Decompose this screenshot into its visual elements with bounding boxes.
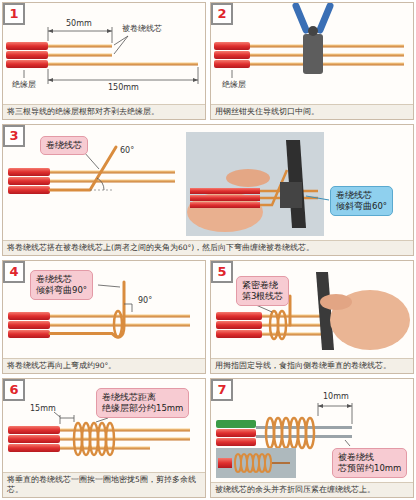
step-number: 7 <box>211 379 233 401</box>
step-caption: 将垂直的卷绕线芯一圈挨一圈地密拢5圈，剪掉多余线芯。 <box>3 472 205 497</box>
callout-text: 卷绕线芯距离 绝缘层部分约15mm <box>102 392 183 414</box>
dimension-label-text: 10mm <box>323 392 349 402</box>
label-tag: 卷绕线芯 <box>40 136 88 155</box>
coil-five-turns <box>8 412 190 455</box>
part-label-text: 绝缘层 <box>12 80 36 90</box>
callout-text: 卷绕线芯 倾斜弯曲90° <box>36 274 87 296</box>
photo-pliers <box>186 132 329 236</box>
wires-in-pliers <box>214 6 404 78</box>
step-number: 4 <box>3 261 25 283</box>
callout-text: 被卷绕线 芯预留约10mm <box>338 452 401 474</box>
stripped-wires <box>6 42 198 68</box>
angle-label-text: 90° <box>138 296 152 306</box>
part-label-text: 绝缘层 <box>222 80 246 90</box>
step-number: 5 <box>211 261 233 283</box>
callout-box: 卷绕线芯 倾斜弯曲60° <box>330 186 393 216</box>
step-panel: 2 用钢丝钳夹住导线切口中间。 <box>210 2 414 120</box>
dimension-label-text: 50mm <box>66 19 92 29</box>
part-label: 被卷绕线芯 <box>122 24 162 34</box>
part-label-text: 被卷绕线芯 <box>122 24 162 34</box>
callout-box: 被卷绕线 芯预留约10mm <box>332 448 407 478</box>
callout-text: 卷绕线芯 <box>46 140 82 151</box>
callout-text: 卷绕线芯 倾斜弯曲60° <box>336 190 387 212</box>
dimension-label-text: 15mm <box>30 404 56 414</box>
hand-winding <box>216 272 410 350</box>
step-caption: 用拇指固定导线，食指向侧卷绕垂直的卷绕线芯。 <box>211 358 413 373</box>
angle-label: 60° <box>120 146 134 156</box>
part-label: 绝缘层 <box>12 80 36 90</box>
angle-label-text: 60° <box>120 146 134 156</box>
step-panel: 7 被绕线芯的余头并齐折回压紧在缠绕线芯上。 被卷绕线 芯预留约10mm <box>210 378 414 498</box>
dimension-label-text: 150mm <box>108 83 139 93</box>
callout-box: 卷绕线芯距离 绝缘层部分约15mm <box>96 388 189 418</box>
step-panel: 4 将卷绕线芯再向上弯成约90°。 卷绕线芯 倾斜弯曲90° <box>2 260 206 374</box>
angle-label: 90° <box>138 296 152 306</box>
step-panel: 1 将三根导线的绝缘层根部对齐剥去绝缘层。 <box>2 2 206 120</box>
step-panel: 3 将卷绕线芯搭在被卷绕线芯上(两者之间的夹角为60°)，然后向下弯曲缠绕被卷绕线… <box>2 124 414 256</box>
callout-box: 紧密卷绕 第3根线芯 <box>236 276 289 306</box>
step-number: 3 <box>3 125 25 147</box>
dimension-label: 10mm <box>323 392 349 402</box>
part-label: 绝缘层 <box>222 80 246 90</box>
callout-text: 紧密卷绕 第3根线芯 <box>242 280 283 302</box>
step-caption: 将卷绕线芯搭在被卷绕线芯上(两者之间的夹角为60°)，然后向下弯曲缠绕被卷绕线芯… <box>3 240 413 255</box>
step-panel: 6 将垂直的卷绕线芯一圈挨一圈地密拢5圈，剪掉多余线芯。 卷绕线芯距离 绝缘层部分约… <box>2 378 206 498</box>
step-number: 6 <box>3 379 25 401</box>
dimension-lines <box>24 27 198 84</box>
step-caption: 被绕线芯的余头并齐折回压紧在缠绕线芯上。 <box>211 482 413 497</box>
dimension-label: 150mm <box>108 83 139 93</box>
dimension-label: 15mm <box>30 404 56 414</box>
step-caption: 将卷绕线芯再向上弯成约90°。 <box>3 358 205 373</box>
arrowheads <box>48 29 198 82</box>
step-number: 1 <box>3 3 25 25</box>
dimension-label: 50mm <box>66 19 92 29</box>
step-number: 2 <box>211 3 233 25</box>
callout-box: 卷绕线芯 倾斜弯曲90° <box>30 270 93 300</box>
step-panel: 5 用拇指固定导线，食指向侧卷绕垂直的卷绕线芯。 紧密卷绕 第3根线芯 <box>210 260 414 374</box>
bent-core-drawing <box>8 147 175 194</box>
step-caption: 将三根导线的绝缘层根部对齐剥去绝缘层。 <box>3 104 205 119</box>
step-caption: 用钢丝钳夹住导线切口中间。 <box>211 104 413 119</box>
